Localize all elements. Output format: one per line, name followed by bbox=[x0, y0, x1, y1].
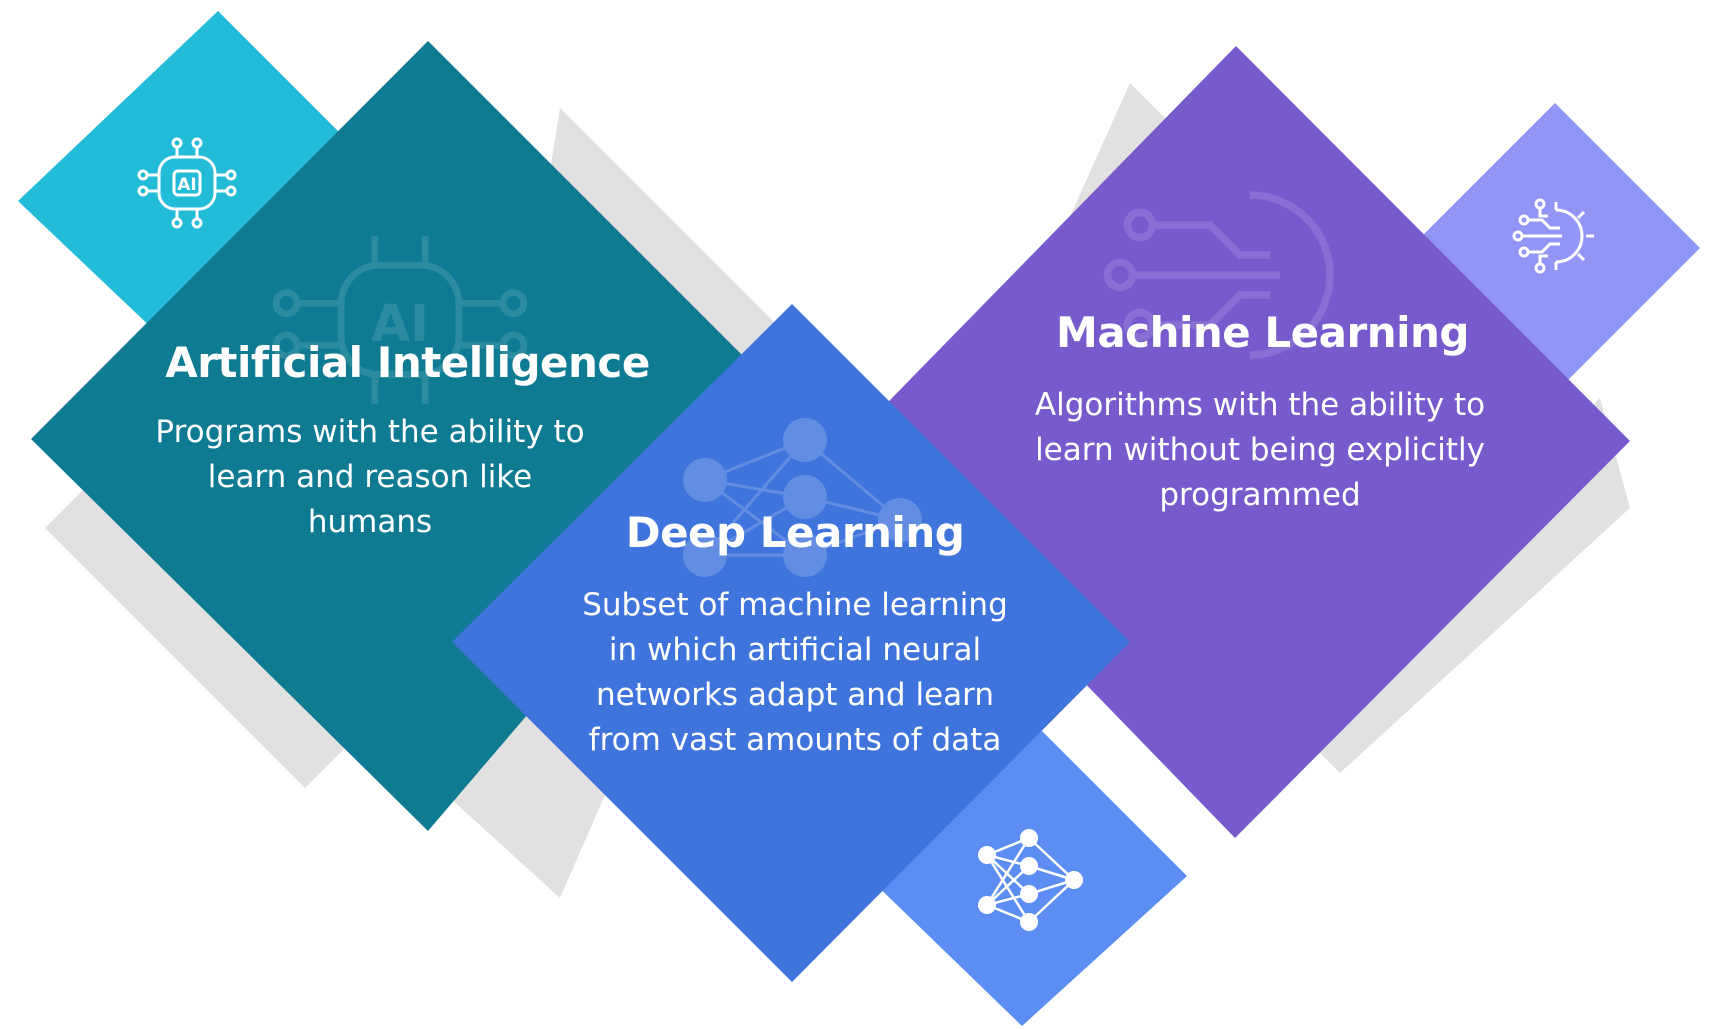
ai-description: Programs with the ability to learn and r… bbox=[155, 414, 585, 540]
dl-main-diamond bbox=[452, 304, 1130, 982]
dl-watermark-icon bbox=[683, 418, 922, 577]
svg-text:AI: AI bbox=[177, 175, 196, 195]
svg-text:AI: AI bbox=[371, 294, 429, 353]
ai-main-diamond bbox=[31, 41, 792, 831]
ai-brain-icon: AI bbox=[137, 137, 237, 229]
ai-watermark-icon: AI bbox=[272, 236, 528, 404]
dl-description: Subset of machine learning in which arti… bbox=[582, 587, 1008, 758]
dl-title: Deep Learning bbox=[625, 508, 965, 557]
ml-watermark-icon bbox=[1103, 191, 1334, 359]
gear-circuit-icon bbox=[1512, 198, 1594, 274]
ml-title: Machine Learning bbox=[1056, 308, 1469, 357]
neural-network-icon bbox=[978, 829, 1083, 931]
ml-description: Algorithms with the ability to learn wit… bbox=[1034, 387, 1486, 513]
ai-title: Artificial Intelligence bbox=[165, 338, 650, 387]
